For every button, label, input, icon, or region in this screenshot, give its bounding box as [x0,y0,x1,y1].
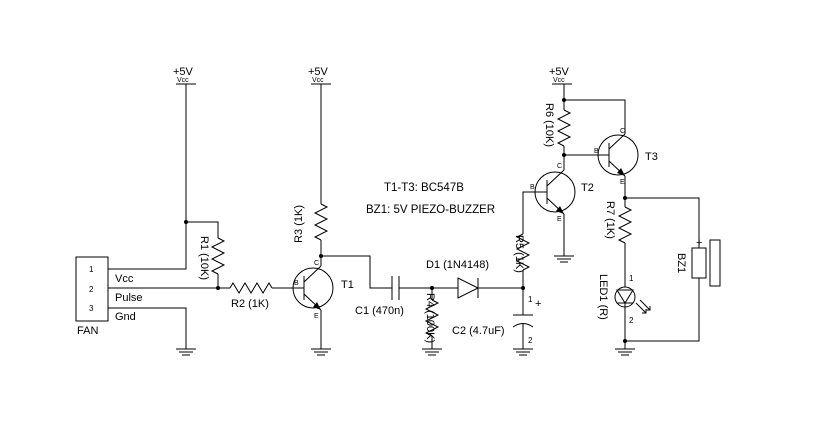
led1-label: LED1 (R) [597,274,609,320]
buzzer-bz1 [625,239,721,342]
svg-text:+5V: +5V [173,66,194,78]
svg-text:+: + [696,237,702,249]
resistor-r7 [617,198,633,287]
svg-text:1: 1 [89,265,94,274]
capacitor-c2 [512,288,534,356]
vcc-symbol-t3: +5V Vcc [549,66,572,85]
wire-t3-collector [564,99,626,134]
resistor-r3 [313,203,329,266]
svg-text:FAN: FAN [77,325,98,337]
r7-label: R7 (1K) [604,201,616,239]
wire-fan-gnd [108,307,187,349]
resistor-r1 [186,221,226,288]
resistor-r2 [229,282,291,294]
ground-symbol-t2 [554,255,574,263]
svg-text:Gnd: Gnd [115,311,136,323]
t3-label: T3 [645,151,658,163]
led-led1 [614,286,651,341]
svg-text:+: + [535,298,541,310]
svg-text:2: 2 [528,336,533,345]
note-transistors: T1-T3: BC547B [384,182,464,194]
r4-label: R4 (100K) [424,293,436,343]
svg-text:E: E [620,179,625,186]
fan-connector: 1 2 3 Vcc Pulse Gnd FAN [75,256,143,337]
svg-text:1: 1 [528,295,533,304]
transistor-t3 [597,133,639,177]
svg-text:2: 2 [629,316,634,325]
ground-symbol-fan [176,348,196,356]
svg-text:+5V: +5V [549,66,570,78]
r6-label: R6 (10K) [543,103,555,147]
svg-text:E: E [314,313,319,320]
svg-text:2: 2 [89,285,94,294]
c2-label: C2 (4.7uF) [452,325,505,337]
wire-fan-vcc [108,84,187,270]
svg-text:Vcc: Vcc [115,273,134,285]
svg-text:C: C [620,128,625,135]
transistor-t1 [291,265,334,311]
wire-t1-c1 [321,255,392,289]
t1-label: T1 [341,279,354,291]
resistor-r4 [422,288,442,356]
r3-label: R3 (1K) [293,205,305,243]
vcc-symbol-t1: +5V Vcc [308,66,331,85]
bz1-label: BZ1 [675,253,687,273]
diode-d1 [457,277,523,299]
ground-symbol-t1 [311,348,331,356]
wire-bz1-plus [625,197,700,248]
vcc-symbol-r1: +5V Vcc [173,66,196,85]
svg-text:B: B [294,280,299,287]
ground-symbol-led [615,348,635,356]
svg-text:+5V: +5V [308,66,329,78]
svg-text:Pulse: Pulse [115,292,143,304]
transistor-t2 [534,169,576,215]
r2-label: R2 (1K) [231,298,269,310]
junction-dot [216,286,220,290]
svg-text:E: E [557,216,562,223]
note-buzzer: BZ1: 5V PIEZO-BUZZER [366,204,495,216]
d1-label: D1 (1N4148) [426,259,489,271]
svg-text:Vcc: Vcc [177,77,189,84]
svg-text:C: C [557,163,562,170]
r5-label: R5 (1K) [513,235,525,273]
resistor-r5 [515,191,542,288]
capacitor-c1 [391,276,458,300]
c1-label: C1 (470n) [355,305,404,317]
svg-text:Vcc: Vcc [553,77,565,84]
svg-text:1: 1 [629,274,634,283]
r1-label: R1 (10K) [198,236,210,280]
t2-label: T2 [581,182,594,194]
svg-text:3: 3 [89,304,94,313]
svg-text:Vcc: Vcc [312,77,324,84]
svg-text:C: C [314,260,319,267]
svg-text:B: B [594,148,599,155]
svg-text:B: B [530,184,535,191]
resistor-r6 [556,109,572,170]
